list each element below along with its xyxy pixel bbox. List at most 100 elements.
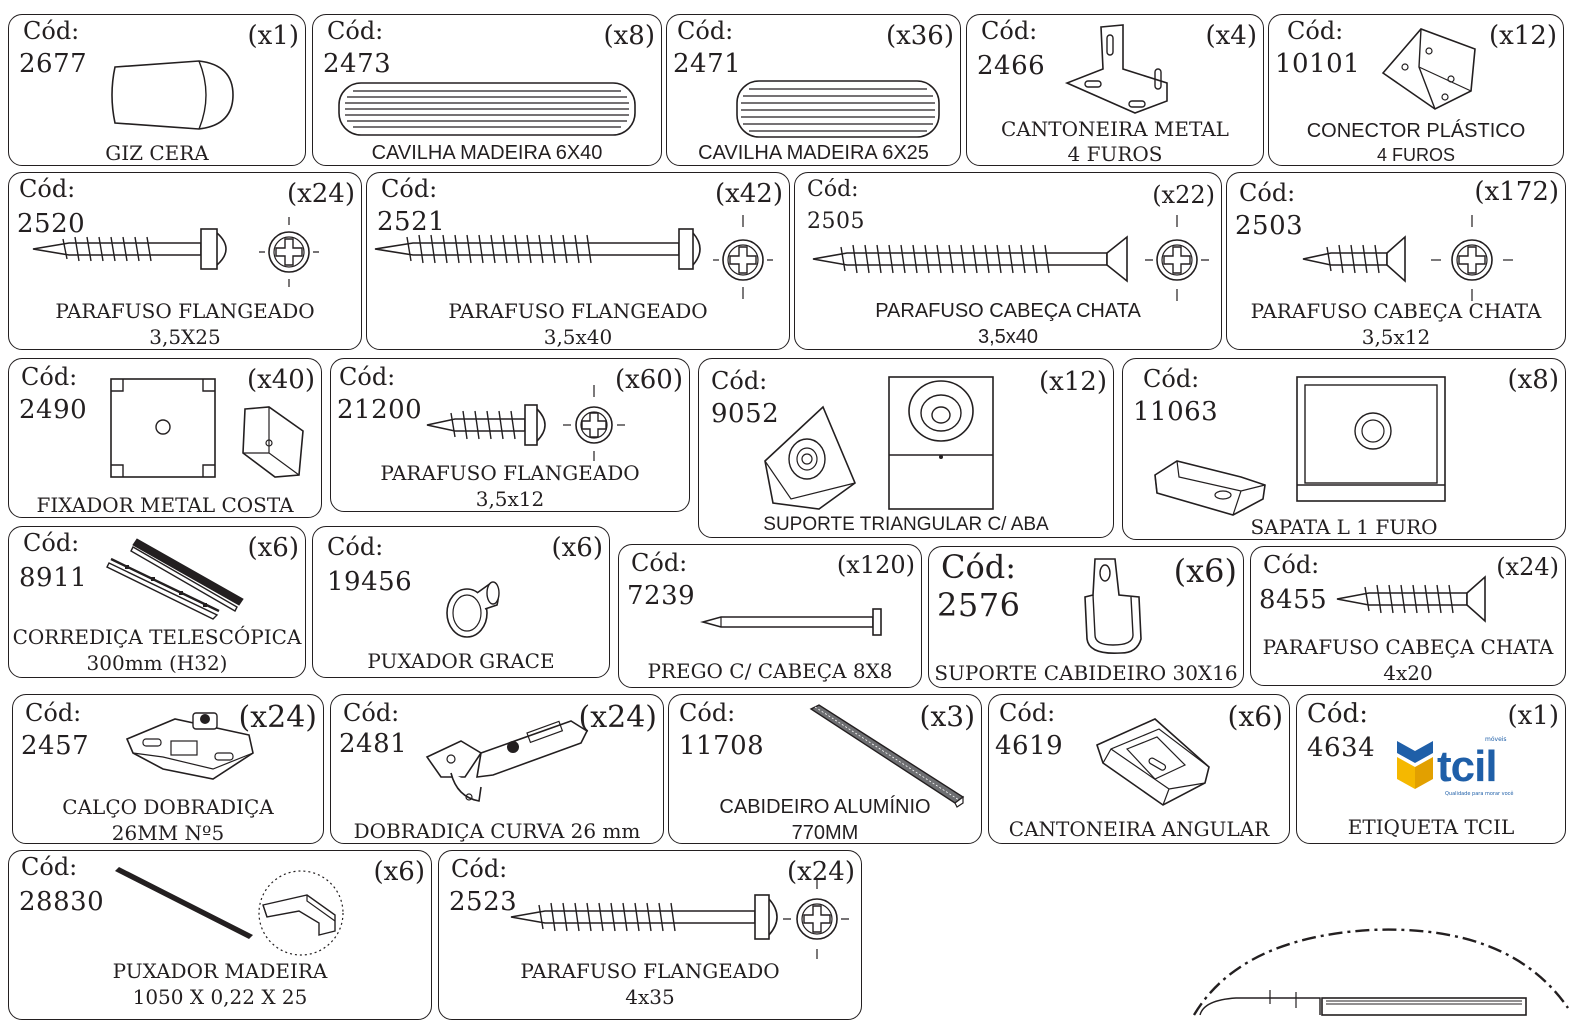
phillips-head-icon [783, 879, 849, 959]
part-name: CONECTOR PLÁSTICO [1306, 120, 1526, 142]
code-label: Cód: [343, 699, 400, 727]
part-code: 2520 [17, 209, 86, 239]
part-quantity: (x6) [551, 533, 604, 563]
code-label: Cód: [677, 17, 734, 45]
part-name: ETIQUETA TCIL [1347, 815, 1515, 839]
part-card-2490: Cód: 2490 (x40) FIXADOR METAL COSTA [8, 358, 322, 518]
part-name: GIZ CERA [105, 141, 209, 165]
code-label: Cód: [19, 175, 76, 203]
part-name: PARAFUSO CABEÇA CHATA [875, 300, 1141, 322]
curved-hinge-icon [425, 720, 589, 802]
part-code: 28830 [19, 887, 105, 917]
code-label: Cód: [327, 533, 384, 561]
knob-handle-icon [446, 581, 500, 638]
part-name: FIXADOR METAL COSTA [36, 493, 294, 517]
part-name-detail: 4x35 [625, 985, 675, 1009]
code-label: Cód: [1287, 17, 1344, 45]
part-name-detail: 4x20 [1383, 661, 1433, 685]
tcil-logo-tag: móveis [1485, 736, 1507, 743]
part-code: 4634 [1307, 733, 1376, 763]
back-panel-fixer-3d-icon [242, 406, 304, 478]
telescopic-slide-icon [106, 538, 244, 620]
code-label: Cód: [941, 548, 1017, 586]
part-card-9052: Cód: 9052 (x12) SUPORTE TRIANGULAR C/ AB… [698, 358, 1114, 538]
part-code: 21200 [337, 395, 423, 425]
part-code: 2466 [977, 51, 1046, 81]
part-name-detail: 26MM Nº5 [111, 821, 225, 844]
part-card-2505: Cód: 2505 (x22) PARAFUSO CABEÇA CHATA 3,… [794, 172, 1222, 350]
part-card-21200: Cód: 21200 (x60) PARAFUSO FLANGEADO 3,5x… [330, 358, 690, 512]
code-label: Cód: [1263, 551, 1320, 579]
code-label: Cód: [711, 367, 768, 395]
part-quantity: (x6) [373, 857, 426, 887]
part-card-2466: Cód: 2466 (x4) CANTONEIRA METAL 4 FUROS [966, 14, 1264, 166]
part-card-19456: Cód: 19456 (x6) PUXADOR GRACE [312, 526, 610, 678]
triangular-support-front-icon [888, 376, 994, 510]
part-quantity: (x24) [238, 700, 317, 735]
part-card-8455: Cód: 8455 (x24) PARAFUSO CABEÇA CHATA 4x… [1250, 546, 1566, 686]
flanged-screw-icon [510, 894, 778, 940]
code-label: Cód: [981, 17, 1038, 45]
part-card-2677: Cód: 2677 (x1) GIZ CERA [8, 14, 306, 166]
part-name: CAVILHA MADEIRA 6X25 [698, 142, 929, 164]
part-name: CALÇO DOBRADIÇA [62, 795, 274, 819]
part-code: 2490 [19, 395, 88, 425]
part-card-11063: Cód: 11063 (x8) SAPATA L 1 FURO [1122, 358, 1566, 540]
part-quantity: (x60) [614, 365, 683, 395]
code-label: Cód: [23, 17, 80, 45]
part-name: CAVILHA MADEIRA 6X40 [371, 142, 603, 164]
part-card-4619: Cód: 4619 (x6) CANTONEIRA ANGULAR [988, 694, 1290, 844]
part-name-detail: 3,5X25 [149, 325, 221, 349]
part-quantity: (x22) [1152, 181, 1215, 209]
code-label: Cód: [21, 363, 78, 391]
code-label: Cód: [23, 529, 80, 557]
svg-text:tcil: tcil [1437, 742, 1497, 791]
code-label: Cód: [999, 699, 1056, 727]
part-name: PARAFUSO CABEÇA CHATA [1262, 635, 1554, 659]
code-label: Cód: [451, 855, 508, 883]
part-name-detail: 3,5x40 [543, 325, 613, 349]
detail-callout-drawing [1192, 928, 1569, 1016]
phillips-head-icon [563, 385, 625, 461]
code-label: Cód: [339, 363, 396, 391]
part-quantity: (x3) [919, 700, 975, 733]
part-card-2576: Cód: 2576 (x6) SUPORTE CABIDEIRO 30X16 [928, 546, 1244, 688]
part-name: CABIDEIRO ALUMÍNIO [719, 796, 931, 818]
part-name: SUPORTE TRIANGULAR C/ ABA [763, 514, 1049, 535]
part-quantity: (x24) [786, 857, 855, 887]
part-card-2457: Cód: 2457 (x24) CALÇO DOBRADIÇA 26MM Nº5 [12, 694, 324, 844]
part-quantity: (x24) [1496, 553, 1559, 581]
part-name: CANTONEIRA ANGULAR [1008, 817, 1270, 841]
code-label: Cód: [21, 853, 78, 881]
l-foot-3d-icon [1154, 460, 1266, 516]
part-name-detail: 300mm (H32) [86, 651, 228, 675]
part-quantity: (x4) [1205, 21, 1258, 51]
part-code: 2505 [807, 209, 865, 234]
code-label: Cód: [679, 699, 736, 727]
part-name-detail: 4 FUROS [1376, 145, 1455, 165]
part-code: 2523 [449, 887, 518, 917]
part-name: PARAFUSO FLANGEADO [55, 299, 315, 323]
code-label: Cód: [807, 177, 859, 202]
angular-bracket-icon [1096, 718, 1210, 806]
part-name: PARAFUSO CABEÇA CHATA [1250, 299, 1542, 323]
part-name: SAPATA L 1 FURO [1250, 515, 1438, 539]
back-panel-fixer-icon [110, 378, 216, 478]
part-code: 4619 [995, 731, 1064, 761]
part-quantity: (x12) [1488, 21, 1557, 51]
part-card-2471: Cód: 2471 (x36) CAVILHA MADEIRA 6X25 [666, 14, 961, 166]
part-card-4634: Cód: 4634 (x1) tcil móveis Qualidade par… [1296, 694, 1566, 844]
part-name: PARAFUSO FLANGEADO [520, 959, 780, 983]
part-quantity: (x24) [286, 179, 355, 209]
wooden-handle-profile-icon [258, 870, 344, 956]
code-label: Cód: [327, 17, 384, 45]
flat-head-screw-icon [1302, 235, 1406, 283]
part-card-2503: Cód: 2503 (x172) PARAFUSO CABEÇA CHATA 3… [1226, 172, 1566, 350]
part-name-detail: 770MM [791, 822, 859, 844]
part-code: 2521 [377, 207, 446, 237]
part-name-detail: 1050 X 0,22 X 25 [132, 985, 308, 1009]
part-code: 11063 [1133, 397, 1219, 427]
part-quantity: (x40) [246, 365, 315, 395]
wooden-dowel-icon [736, 80, 940, 138]
tcil-logo: tcil móveis Qualidade para morar você [1395, 731, 1525, 801]
